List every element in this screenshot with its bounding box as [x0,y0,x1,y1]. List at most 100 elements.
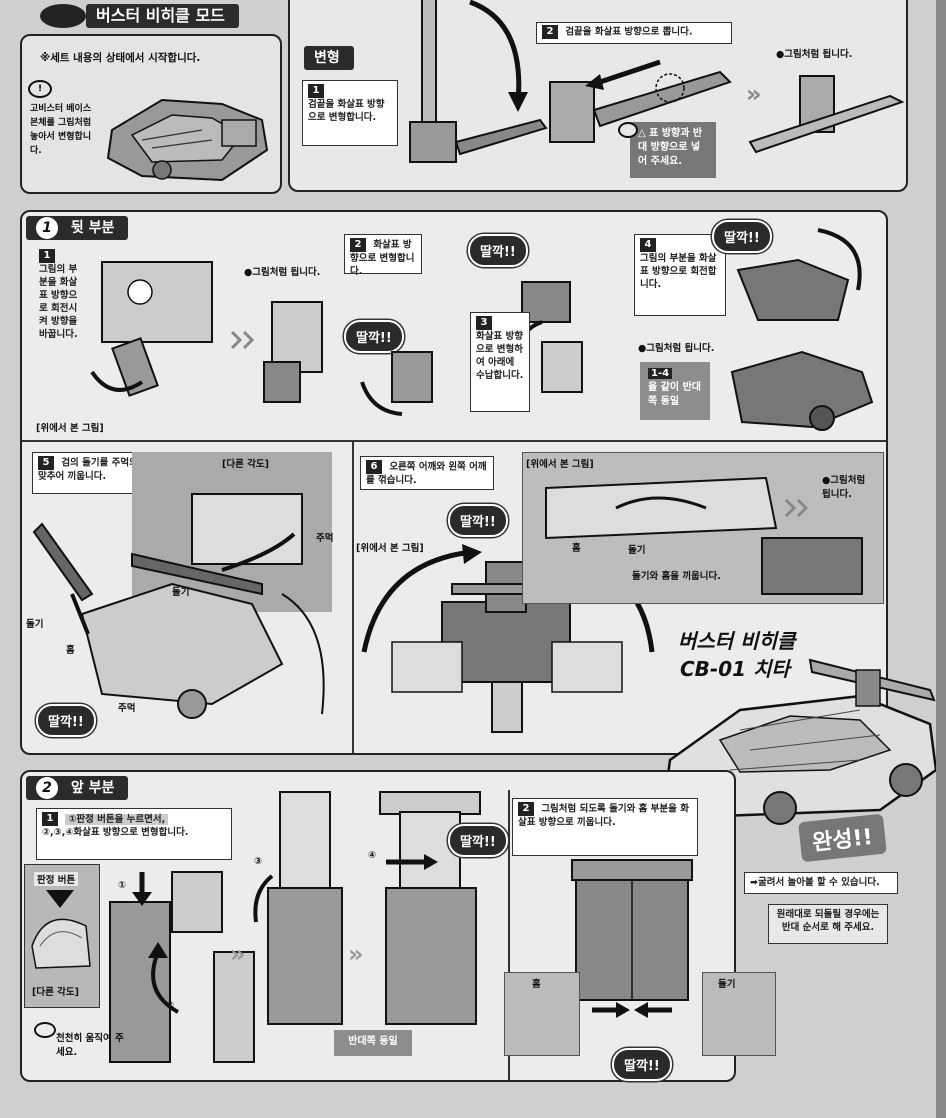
chevron-right-icon: » [230,940,246,968]
detail-label: [다른 각도] [32,987,79,998]
sword-vertical [409,0,548,163]
section2-step2: 2 그림처럼 되도록 돌기와 홈 부분을 화살표 방향으로 끼웁니다. [512,798,698,856]
section1-vdivider [352,442,354,753]
opposite-label: 반대쪽 동일 [334,1030,412,1056]
step-number: 6 [366,460,382,474]
vehicle-name-line1: 버스터 비히클 [678,629,796,653]
transform-step1-text: 검끝을 화살표 방향으로 변형합니다. [308,99,385,123]
chevron-right-icon: » [746,80,762,108]
step-number: 2 [542,25,558,39]
button-label: 판정 버튼 [34,872,79,886]
section1-result2: ●그림처럼 됩니다. [638,343,715,354]
section1-header: 1 뒷 부분 [26,216,129,240]
section1-divider [22,440,886,442]
vehicle-name-line2: CB-01 치타 [680,657,790,681]
step-number: 2 [350,238,366,252]
section1-step6: 6 오른쪽 어깨와 왼쪽 어깨를 꺾습니다. [360,456,494,490]
protrusion-label: 돌기 [172,587,190,598]
step-marker-4: ④ [368,850,377,861]
detail-label: [다른 각도] [222,459,269,470]
caution-icon: ! [28,80,52,98]
section2-step2-text: 그림처럼 되도록 돌기와 홈 부분을 화살표 방향으로 끼웁니다. [518,803,689,829]
transform-result: ●그림처럼 됩니다. [776,49,853,60]
transform-panel: 변형 1 검끝을 화살표 방향으로 변형합니다. 2 검끝을 화살표 방향으로 … [288,0,908,192]
section1-title: 뒷 부분 [70,220,115,236]
section1-number: 1 [36,217,58,239]
section1-step2: 2 화살표 방향으로 변형합니다. [344,234,422,277]
transform-step2-text: 검끝을 화살표 방향으로 뽑니다. [565,26,693,38]
completion-label: 완성!! [798,813,887,863]
base-illustration [106,98,269,182]
page-title: 버스터 비히클 모드 [86,4,239,28]
button-illustration [31,890,91,969]
step4-result-illustration [730,350,874,431]
section2-step1a: ①판정 버튼을 누르면서, [65,813,169,825]
click-badge: 딸깍!! [468,234,528,267]
fist-label: 주먹 [316,533,334,544]
groove-label: 홈 [66,645,75,656]
protrusion-label: 돌기 [718,979,736,990]
section2-panel: 2 앞 부분 1 ①판정 버튼을 누르면서, ②,③,④화살표 방향으로 변형합… [20,770,776,1082]
section2-number: 2 [36,777,58,799]
caution-icon [618,122,638,138]
section2-step1-illustration [109,871,255,1063]
protrusion-label: 돌기 [26,619,44,630]
step6-detail-illustration [545,476,863,595]
section2-title: 앞 부분 [70,780,115,796]
repeat-text: 을 같이 반대쪽 동일 [648,382,701,407]
repeat-steps: 1-4 [648,368,673,379]
step-number: 4 [640,238,656,252]
section2-step1: 1 ①판정 버튼을 누르면서, ②,③,④화살표 방향으로 변형합니다. [36,808,232,860]
section1-result: ●그림처럼 됩니다. [822,475,866,500]
section1-step1-text: 그림의 부분을 화살표 방향으로 회전시켜 방향을 바꿉니다. [39,264,78,340]
transform-step2: 2 검끝을 화살표 방향으로 뽑니다. [536,22,732,44]
view-above-label: [위에서 본 그림] [36,423,104,434]
section1-result: ●그림처럼 됩니다. [244,267,321,278]
intro-caution: 고비스터 베이스 본체를 그림처럼 놓아서 변형합니다. [30,104,92,156]
groove-label: 홈 [532,979,541,990]
section1-step2-text: 화살표 방향으로 변형합니다. [350,239,415,278]
page-edge [936,0,946,1118]
view-above-label: [위에서 본 그림] [526,459,594,470]
step2-illustration [360,351,433,416]
section1-step3-text: 화살표 방향으로 변형하여 아래에 수납합니다. [476,331,524,381]
step-number: 1 [39,249,55,263]
section1-step5-text: 검의 돌기를 주먹의 홈에 맞추어 끼웁니다. [38,457,159,483]
section1-panel: 1 뒷 부분 1 그림의 부분을 화살표 방향으로 회전시켜 방향을 바꿉니다.… [20,210,888,755]
step1-illustration [90,261,323,403]
click-badge: 딸깍!! [448,824,508,857]
section1-step4-text: 그림의 부분을 화살표 방향으로 회전합니다. [640,253,717,290]
intro-panel: ※세트 내용의 상태에서 시작합니다. ! 고비스터 베이스 본체를 그림처럼 … [20,34,282,194]
step-number: 3 [476,316,492,330]
completion-note2: 원래대로 되돌릴 경우에는 반대 순서로 해 주세요. [768,904,888,944]
sword-result [748,75,905,154]
step-number: 2 [518,802,534,816]
transform-step1: 1 검끝을 화살표 방향으로 변형합니다. [302,80,398,146]
click-badge: 딸깍!! [712,220,772,253]
step4-illustration [736,228,862,321]
step-number: 1 [42,812,58,826]
section1-step3: 3 화살표 방향으로 변형하여 아래에 수납합니다. [470,312,530,412]
step3-illustration [517,281,583,393]
transform-label: 변형 [304,46,354,70]
caution-icon [34,1022,56,1038]
transform-warning: △ 표 방향과 반대 방향으로 넣어 주세요. [630,122,716,178]
groove-label: 홈 [572,543,581,554]
brand-badge [40,4,86,28]
intro-note: ※세트 내용의 상태에서 시작합니다. [40,52,201,64]
section1-step1: 1 그림의 부분을 화살표 방향으로 회전시켜 방향을 바꿉니다. [34,246,90,380]
step-number: 5 [38,456,54,470]
chevron-right-icon: » [348,940,364,968]
step-marker-3: ③ [254,856,263,867]
view-above-label: [위에서 본 그림] [356,543,424,554]
section2-caution: 천천히 움직여 주세요. [56,1033,124,1058]
click-badge: 딸깍!! [448,504,508,537]
section2-step2-illustration [571,859,693,1018]
step-number: 1 [308,84,324,98]
fit-label: 돌기와 홈을 끼웁니다. [632,571,721,582]
fist-label: 주먹 [118,703,136,714]
section1-step4: 4 그림의 부분을 화살표 방향으로 회전합니다. [634,234,726,316]
sword-removal [549,59,732,143]
transform-warning-text: △ 표 방향과 반대 방향으로 넣어 주세요. [638,128,703,167]
